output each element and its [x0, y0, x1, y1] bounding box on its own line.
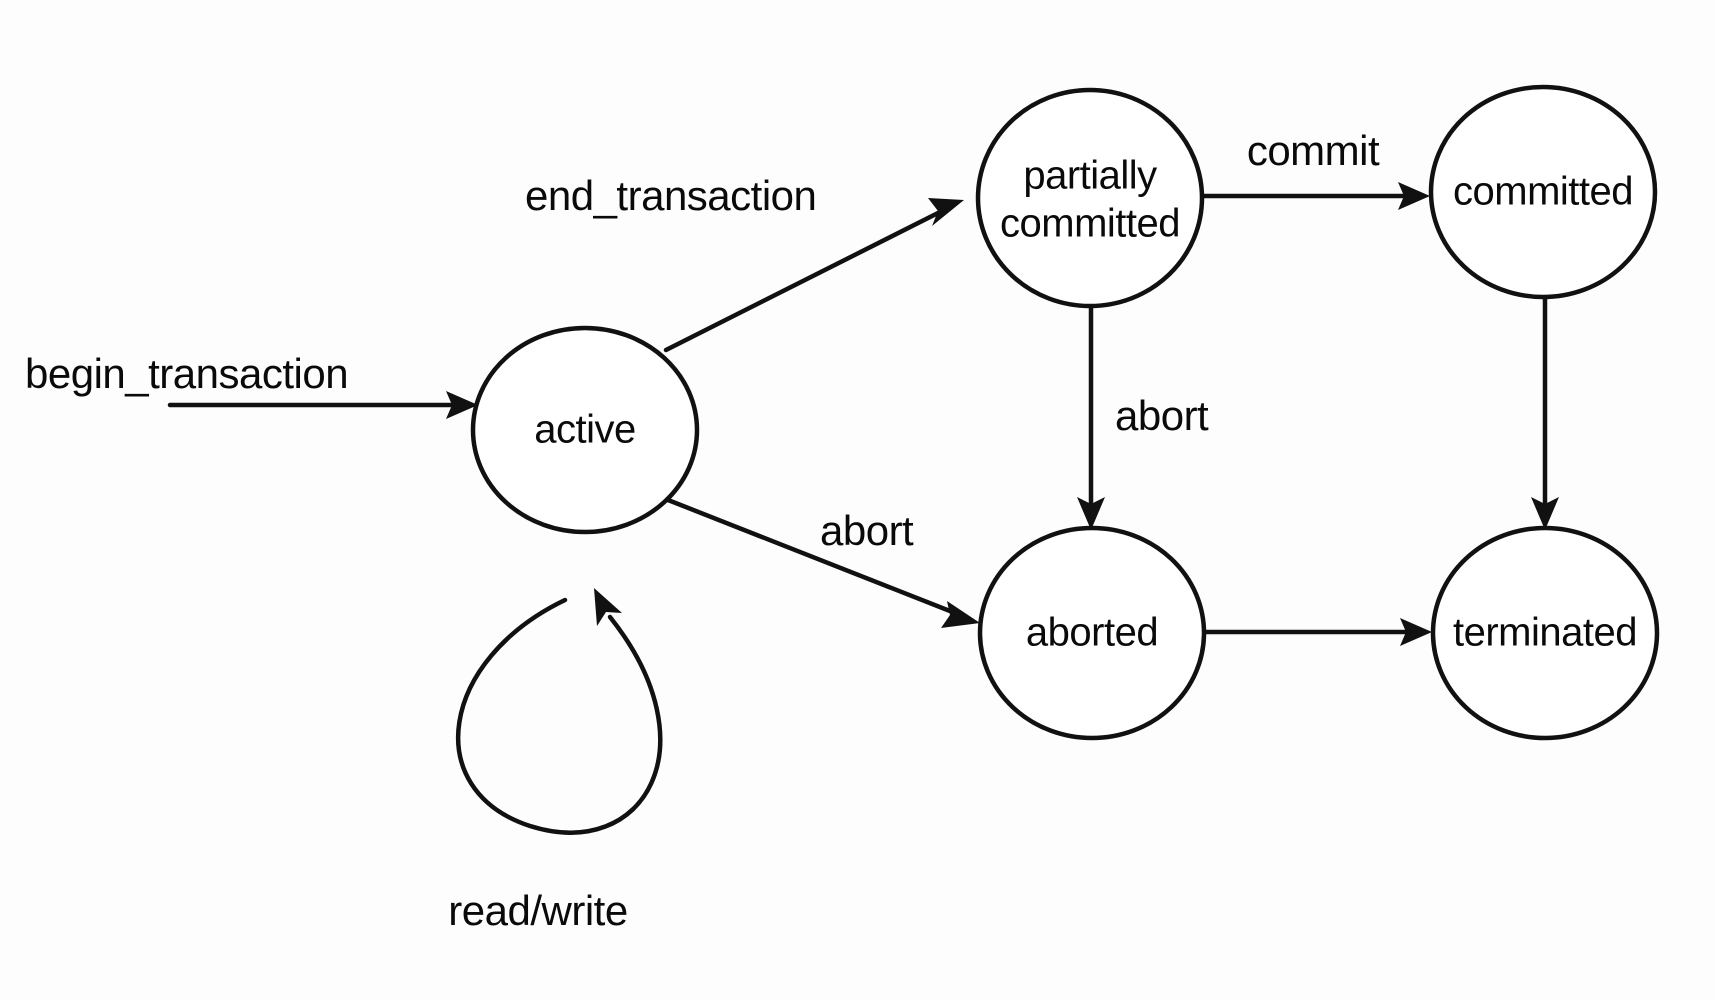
- arrowhead-committed-terminated: [1531, 497, 1559, 530]
- arrowhead-abort-partial: [1077, 497, 1105, 530]
- edge-label-end-transaction: end_transaction: [525, 172, 816, 219]
- node-active[interactable]: active: [470, 325, 700, 535]
- node-partially-committed-label-line2: committed: [1000, 202, 1180, 246]
- edge-end-transaction: [663, 198, 964, 353]
- node-committed-circle[interactable]: [1428, 84, 1658, 300]
- node-partially-committed-label-line1: partially: [1023, 154, 1157, 198]
- node-terminated-circle[interactable]: [1430, 525, 1660, 741]
- edge-label-abort-active: abort: [820, 507, 914, 554]
- node-aborted[interactable]: aborted: [977, 525, 1207, 741]
- arrowhead-commit: [1398, 182, 1430, 210]
- edge-abort-partial: [1077, 303, 1105, 530]
- node-aborted-circle[interactable]: [977, 525, 1207, 741]
- arrowhead-begin-transaction: [446, 391, 478, 419]
- arrowhead-end-transaction: [928, 198, 964, 226]
- edge-label-commit: commit: [1247, 127, 1380, 174]
- edge-commit: [1200, 182, 1430, 210]
- edge-begin-transaction: [167, 391, 478, 419]
- edge-label-read-write: read/write: [448, 887, 627, 934]
- node-terminated[interactable]: terminated: [1430, 525, 1660, 741]
- edge-aborted-terminated: [1202, 618, 1432, 646]
- arrowhead-read-write: [594, 588, 622, 626]
- node-active-label: active: [534, 408, 636, 452]
- edge-committed-terminated: [1531, 295, 1559, 530]
- arrowhead-abort-active: [941, 601, 980, 628]
- edge-read-write-self-loop: [455, 588, 663, 835]
- node-terminated-label: terminated: [1453, 611, 1637, 655]
- node-aborted-label: aborted: [1026, 611, 1158, 655]
- node-active-circle[interactable]: [470, 325, 700, 535]
- node-committed-label: committed: [1453, 170, 1633, 214]
- node-partially-committed[interactable]: partially committed: [975, 87, 1205, 309]
- edge-abort-active: [665, 497, 980, 628]
- arrowhead-aborted-terminated: [1400, 618, 1432, 646]
- edge-label-abort-partial: abort: [1115, 392, 1209, 439]
- node-committed[interactable]: committed: [1428, 84, 1658, 300]
- node-partially-committed-circle[interactable]: [975, 87, 1205, 309]
- edge-label-begin-transaction: begin_transaction: [25, 350, 348, 397]
